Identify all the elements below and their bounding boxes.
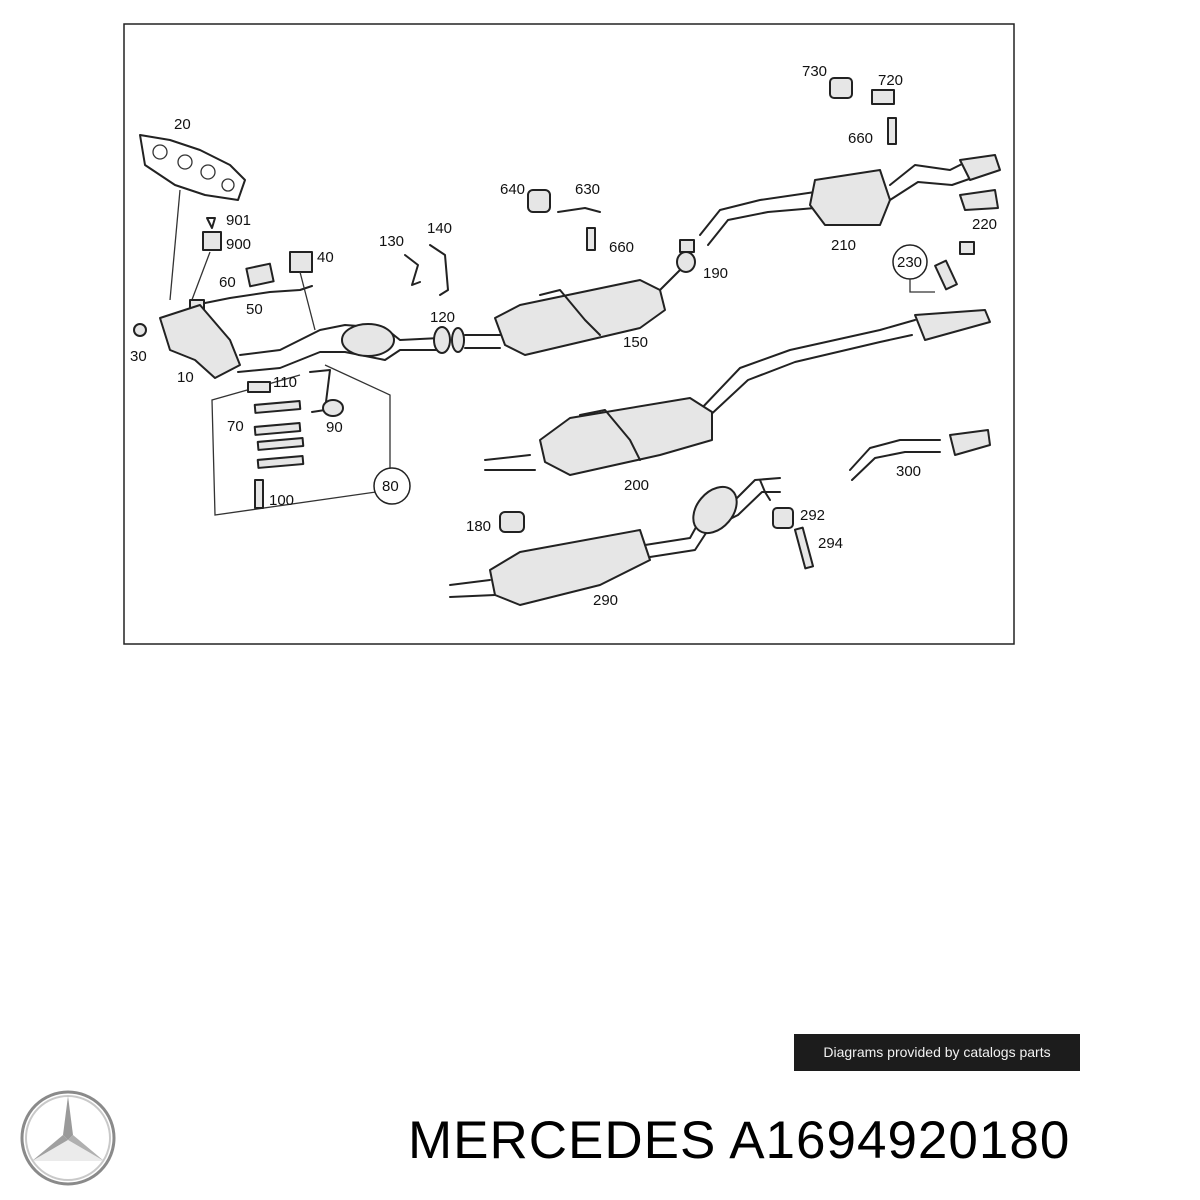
exhaust-200-part: [484, 309, 991, 476]
mercedes-star-icon: [20, 1090, 116, 1186]
part-label: 300: [896, 463, 921, 480]
part-label: 50: [246, 301, 263, 318]
part-label: 900: [226, 236, 251, 253]
part-label: 150: [623, 334, 648, 351]
part-label: 290: [593, 592, 618, 609]
exhaust-290-part: [449, 477, 815, 606]
part-230: [892, 241, 975, 293]
bracket-kit: [211, 364, 411, 516]
part-label: 120: [430, 309, 455, 326]
part-label: 20: [174, 116, 191, 133]
part-label: 180: [466, 518, 491, 535]
part-label: 294: [818, 535, 843, 552]
part-label: 220: [972, 216, 997, 233]
part-label: 60: [219, 274, 236, 291]
part-label: 110: [273, 374, 297, 391]
part-label: 292: [800, 507, 825, 524]
part-label: 90: [326, 419, 343, 436]
part-label: 100: [269, 492, 294, 509]
part-label: 630: [575, 181, 600, 198]
part-label: 901: [226, 212, 251, 229]
clamp-parts: [404, 244, 501, 354]
gasket-part: [139, 134, 246, 301]
part-label: 200: [624, 477, 649, 494]
part-label: 720: [878, 72, 903, 89]
part-number: A1694920180: [729, 1111, 1071, 1170]
diagram-credit-banner: Diagrams provided by catalogs parts: [794, 1034, 1080, 1071]
part-label: 130: [379, 233, 404, 250]
part-label: 640: [500, 181, 525, 198]
part-label: 70: [227, 418, 244, 435]
part-label: 190: [703, 265, 728, 282]
tailpipe-300-part: [849, 429, 991, 481]
part-label: 230: [897, 254, 922, 271]
front-muffler-part: [494, 239, 696, 356]
part-label: 40: [317, 249, 334, 266]
hardware-parts: [829, 77, 897, 145]
callout-80-circle: [373, 467, 411, 505]
part-label: 660: [609, 239, 634, 256]
catalytic-converter-part: [133, 304, 441, 379]
part-label: 140: [427, 220, 452, 237]
product-title: MERCEDES A1694920180: [408, 1110, 1070, 1171]
part-label: 730: [802, 63, 827, 80]
part-label: 210: [831, 237, 856, 254]
rear-muffler-210-part: [699, 154, 1001, 246]
part-label: 30: [130, 348, 147, 365]
part-label: 660: [848, 130, 873, 147]
hanger-parts: [527, 189, 601, 251]
part-label: 80: [382, 478, 399, 495]
brand-name: MERCEDES: [408, 1111, 717, 1170]
part-label: 10: [177, 369, 194, 386]
